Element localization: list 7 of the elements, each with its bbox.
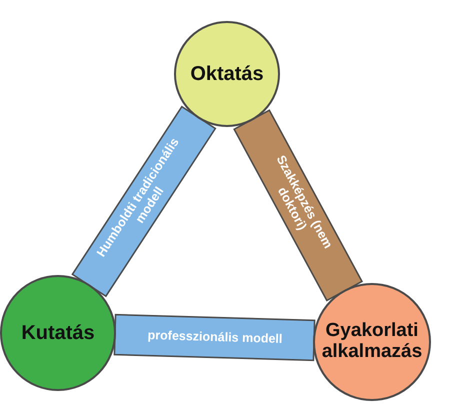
node-label: Oktatás [190,63,264,85]
edge-label: professzionális modell [146,328,284,347]
node-label: Gyakorlati alkalmazás [320,321,424,363]
node-label: Kutatás [21,322,95,344]
connector-band [233,109,363,302]
connector-band [71,106,216,298]
connector-band [114,314,316,362]
